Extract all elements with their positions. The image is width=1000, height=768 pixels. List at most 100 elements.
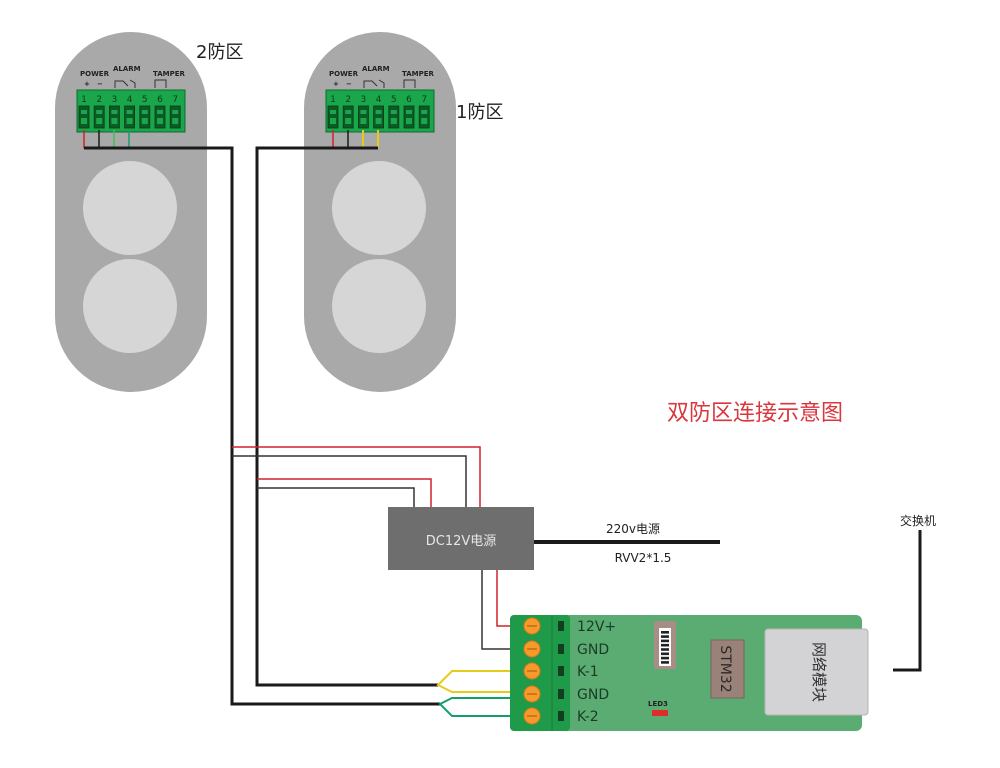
network-module-label: 网络模块 (810, 642, 828, 702)
terminal-clamp (345, 118, 352, 124)
dip-pin (661, 635, 669, 638)
power-supply: DC12V电源 (388, 507, 534, 570)
tamper-header: TAMPER (402, 70, 435, 78)
terminal-screw (141, 110, 148, 114)
dip-switch-pins (661, 631, 669, 664)
wire-z2-12v (232, 446, 481, 508)
terminal-screw (330, 110, 336, 114)
detector-lens-lower (332, 259, 426, 353)
terminal-slot (342, 105, 354, 129)
terminal-clamp (157, 118, 163, 124)
alarm-header: ALARM (113, 65, 141, 73)
dip-pin (661, 639, 669, 643)
alarm-header: ALARM (362, 65, 390, 73)
terminal-slot (418, 105, 430, 129)
terminal-screw (172, 110, 179, 114)
pin-number: 1 (330, 95, 336, 105)
terminal-screw (345, 110, 352, 114)
pin-number: 7 (172, 95, 178, 105)
psu-box (388, 507, 534, 570)
pin-number: 1 (81, 95, 87, 105)
terminal-marker (558, 711, 564, 721)
terminal-clamp (172, 118, 179, 124)
terminal-slot (357, 105, 369, 129)
detector-lens-upper (332, 161, 426, 255)
psu-label: DC12V电源 (426, 534, 497, 549)
pin-number: 2 (345, 95, 351, 105)
terminal-screw (360, 110, 367, 114)
pin-number: 4 (127, 95, 133, 105)
terminal-clamp (141, 118, 148, 124)
terminal-screw (406, 110, 412, 114)
terminal-slot (139, 105, 151, 129)
cable-zone2 (84, 146, 440, 706)
terminal-label: K-2 (577, 709, 599, 725)
terminal-slot (154, 105, 166, 129)
wire-zone1-alarm-fork (436, 670, 528, 693)
terminal-slot (403, 105, 415, 129)
pin-number: 5 (391, 95, 397, 105)
terminal-screw (421, 110, 428, 114)
led-label: LED3 (648, 700, 668, 708)
terminal-screw (126, 110, 133, 114)
stm32-chip (710, 639, 745, 699)
terminal-marker (558, 644, 564, 654)
terminal-slot (78, 105, 90, 129)
terminal-clamp (96, 118, 103, 124)
network-module (764, 628, 869, 716)
terminal-screw (96, 110, 103, 114)
plus-sign: + (333, 80, 339, 88)
plus-sign: + (84, 80, 90, 88)
screw-terminals (523, 617, 564, 725)
wire-zone2-alarm-fork (438, 697, 528, 717)
terminal-label: K-1 (577, 664, 599, 680)
ethernet-cable (893, 530, 922, 672)
power-header: POWER (80, 70, 110, 78)
terminal-slot (388, 105, 400, 129)
power-header: POWER (329, 70, 359, 78)
terminal-clamp (406, 118, 412, 124)
terminal-label: 12V+ (577, 619, 616, 635)
cable-spec-label: RVV2*1.5 (615, 551, 672, 565)
terminal-slot (93, 105, 105, 129)
terminal-label: GND (577, 687, 609, 703)
detector-lens-upper (83, 161, 177, 255)
terminal-clamp (330, 118, 336, 124)
terminal-marker (558, 689, 564, 699)
dip-pin (661, 631, 669, 634)
relay-symbol-icon (363, 79, 416, 88)
pin-number: 5 (142, 95, 148, 105)
terminal-clamp (126, 118, 133, 124)
minus-sign: − (97, 80, 103, 88)
terminal-screw (157, 110, 163, 114)
terminal-clamp (81, 118, 87, 124)
dip-switch-window (659, 628, 671, 666)
dip-pin (661, 661, 669, 664)
pin-number: 4 (376, 95, 382, 105)
pin-number: 6 (406, 95, 412, 105)
pin-number: 6 (157, 95, 163, 105)
relay-symbol-icon (114, 79, 167, 88)
dip-pin (661, 643, 669, 647)
dip-pin (661, 648, 669, 651)
wire-z1-gnd (257, 487, 415, 508)
wire-z1-12v (257, 478, 432, 508)
terminal-slot (169, 105, 181, 129)
terminal-clamp (421, 118, 428, 124)
detector-lens-lower (83, 259, 177, 353)
cable-zone1 (255, 146, 438, 687)
terminal-slot (109, 105, 120, 129)
dip-pin (661, 652, 669, 656)
pin-number: 2 (96, 95, 102, 105)
minus-sign: − (346, 80, 352, 88)
led-indicator (652, 710, 668, 716)
tamper-header: TAMPER (153, 70, 186, 78)
dip-pin (661, 656, 669, 660)
terminal-clamp (375, 118, 382, 124)
